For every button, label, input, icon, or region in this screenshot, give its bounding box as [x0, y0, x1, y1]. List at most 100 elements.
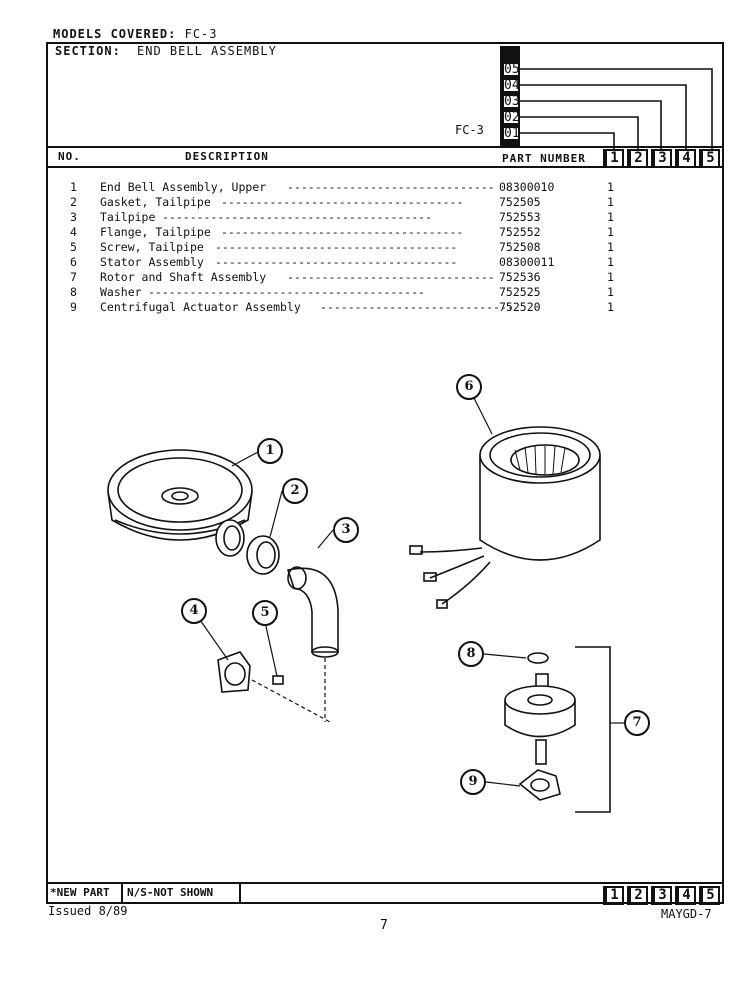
rotor-drawing	[504, 673, 576, 765]
part-description: Rotor and Shaft Assembly	[100, 270, 267, 284]
part-qty: 1	[607, 180, 614, 194]
flange-drawing	[217, 651, 251, 693]
exploded-parts-diagram	[107, 397, 624, 813]
model-col-2: 2	[627, 149, 648, 168]
end-bell-drawing	[107, 449, 253, 557]
part-description: Centrifugal Actuator Assembly	[100, 300, 301, 314]
section-value: END BELL ASSEMBLY	[137, 44, 277, 58]
tailpipe-drawing	[286, 566, 339, 658]
part-qty: 1	[607, 240, 614, 254]
col-no: NO.	[58, 150, 81, 163]
callout-9: 9	[460, 769, 486, 795]
footer-divider-2	[239, 882, 241, 904]
part-number: 752520	[499, 300, 541, 314]
footer-model-1: 1	[603, 886, 624, 905]
models-covered-label: MODELS COVERED:	[53, 27, 177, 41]
part-row: 5 Screw, Tailpipe ----------------------…	[70, 240, 614, 254]
issued-date: Issued 8/89	[48, 904, 128, 918]
part-number: 752525	[499, 285, 541, 299]
model-code-01: 01	[500, 126, 520, 141]
model-code-02: 02	[500, 110, 520, 125]
model-connector-lines	[520, 68, 713, 149]
part-no: 3	[70, 210, 77, 224]
col-part-number: PART NUMBER	[502, 152, 586, 165]
model-col-4: 4	[675, 149, 696, 168]
col-description: DESCRIPTION	[185, 150, 269, 163]
header-rule-bottom	[46, 166, 724, 168]
footer-divider-1	[121, 882, 123, 904]
screw-drawing	[272, 675, 284, 685]
part-row: 9 Centrifugal Actuator Assembly --------…	[70, 300, 614, 314]
models-covered-value: FC-3	[184, 27, 218, 41]
part-row: 2 Gasket, Tailpipe ---------------------…	[70, 195, 614, 209]
callout-6: 6	[456, 374, 482, 400]
footer-model-4: 4	[675, 886, 696, 905]
part-row: 4 Flange, Tailpipe ---------------------…	[70, 225, 614, 239]
part-number: 752553	[499, 210, 541, 224]
washer-drawing	[527, 652, 549, 664]
part-row: 1 End Bell Assembly, Upper -------------…	[70, 180, 614, 194]
part-no: 1	[70, 180, 77, 194]
part-row: 8 Washer -------------------------------…	[70, 285, 614, 299]
model-col-3: 3	[651, 149, 672, 168]
stator-drawing	[409, 426, 601, 609]
part-no: 9	[70, 300, 77, 314]
callout-4: 4	[181, 598, 207, 624]
part-qty: 1	[607, 285, 614, 299]
part-row: 6 Stator Assembly ----------------------…	[70, 255, 614, 269]
header-rule-top	[46, 146, 724, 148]
not-shown-legend: N/S-NOT SHOWN	[127, 886, 214, 899]
model-column-label: FC-3	[455, 123, 484, 137]
part-row: 3 Tailpipe -----------------------------…	[70, 210, 614, 224]
document-code: MAYGD-7	[661, 907, 712, 921]
part-description: Stator Assembly	[100, 255, 204, 269]
part-number: 08300011	[499, 255, 555, 269]
new-part-legend: *NEW PART	[50, 886, 110, 899]
callout-3: 3	[333, 517, 359, 543]
footer-rule	[46, 882, 724, 884]
footer-model-5: 5	[699, 886, 720, 905]
part-description: Screw, Tailpipe	[100, 240, 204, 254]
part-number: 752552	[499, 225, 541, 239]
gasket-drawing	[246, 535, 280, 575]
model-code-05: 05	[500, 62, 520, 77]
model-col-5: 5	[699, 149, 720, 168]
models-covered: MODELS COVERED: FC-3	[53, 27, 218, 41]
part-no: 2	[70, 195, 77, 209]
part-qty: 1	[607, 255, 614, 269]
part-description: Tailpipe	[100, 210, 156, 224]
page-number: 7	[380, 918, 388, 933]
callout-1: 1	[257, 438, 283, 464]
part-no: 4	[70, 225, 77, 239]
actuator-drawing	[518, 769, 561, 801]
part-number: 752508	[499, 240, 541, 254]
model-col-1: 1	[603, 149, 624, 168]
section-title: SECTION: END BELL ASSEMBLY	[55, 44, 277, 58]
part-qty: 1	[607, 300, 614, 314]
part-row: 7 Rotor and Shaft Assembly -------------…	[70, 270, 614, 284]
part-no: 6	[70, 255, 77, 269]
part-qty: 1	[607, 210, 614, 224]
part-qty: 1	[607, 195, 614, 209]
part-description: End Bell Assembly, Upper	[100, 180, 267, 194]
footer-model-2: 2	[627, 886, 648, 905]
part-description: Washer	[100, 285, 142, 299]
part-no: 8	[70, 285, 77, 299]
callout-5: 5	[252, 600, 278, 626]
part-number: 752536	[499, 270, 541, 284]
part-description: Flange, Tailpipe	[100, 225, 211, 239]
callout-7: 7	[624, 710, 650, 736]
part-number: 08300010	[499, 180, 555, 194]
model-code-03: 03	[500, 94, 520, 109]
footer-model-3: 3	[651, 886, 672, 905]
part-no: 5	[70, 240, 77, 254]
part-no: 7	[70, 270, 77, 284]
callout-2: 2	[282, 478, 308, 504]
part-number: 752505	[499, 195, 541, 209]
callout-8: 8	[458, 641, 484, 667]
part-qty: 1	[607, 270, 614, 284]
section-label: SECTION:	[55, 44, 121, 58]
part-qty: 1	[607, 225, 614, 239]
part-description: Gasket, Tailpipe	[100, 195, 211, 209]
page-frame	[46, 42, 724, 904]
